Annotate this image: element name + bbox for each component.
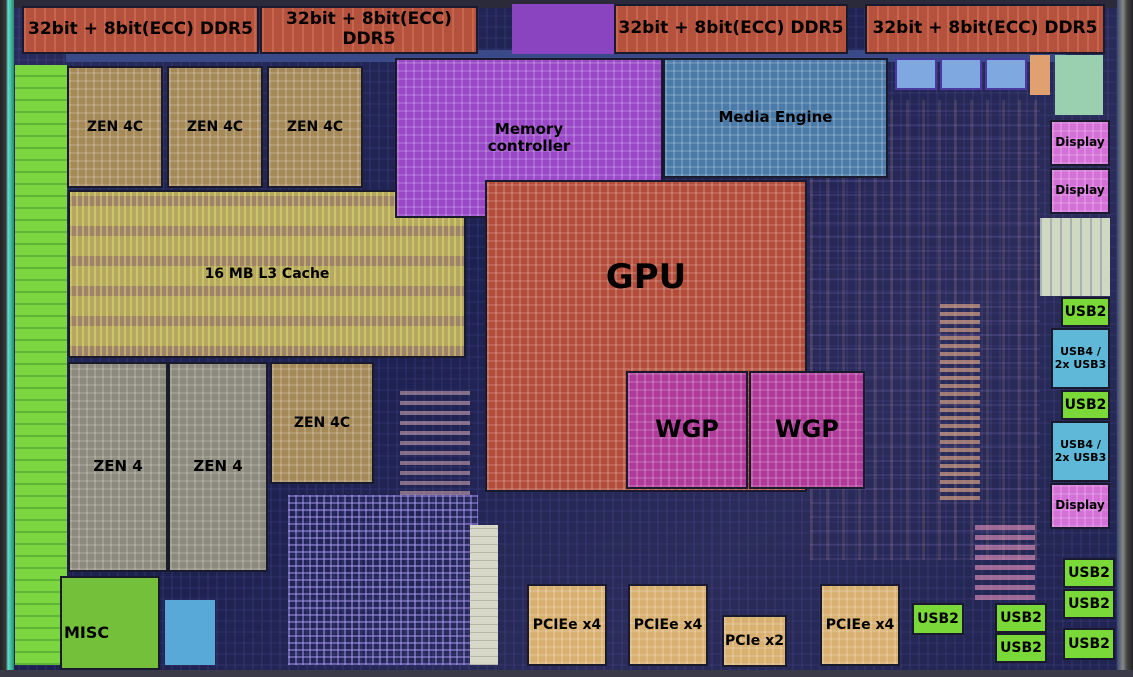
display-phy-3: Display <box>1050 483 1110 529</box>
pcie-x4-2-label: PCIEe x4 <box>633 616 703 633</box>
zen4-core-2: ZEN 4 <box>168 362 268 572</box>
io-phy-top-1 <box>895 58 937 90</box>
misc-block: MISC <box>60 576 160 670</box>
io-phy-top-2 <box>940 58 982 90</box>
ddr5-phy-4-label: 32bit + 8bit(ECC) DDR5 <box>872 18 1098 39</box>
usb2-port-bottom-5-label: USB2 <box>1068 595 1110 612</box>
sram-column-1 <box>940 300 980 500</box>
memory-controller: Memory controller <box>395 58 663 218</box>
zen4c-core-2-label: ZEN 4C <box>186 118 244 135</box>
ddr5-phy-1-label: 32bit + 8bit(ECC) DDR5 <box>28 19 253 40</box>
wgp-1: WGP <box>626 371 748 489</box>
zen4c-core-4: ZEN 4C <box>270 362 374 484</box>
usb2-port-right-1: USB2 <box>1061 297 1110 327</box>
io-phy-right-mid <box>1040 218 1110 296</box>
pcie-x4-2: PCIEe x4 <box>628 584 708 666</box>
display-phy-1-label: Display <box>1055 135 1105 150</box>
ddr5-phy-2: 32bit + 8bit(ECC) DDR5 <box>260 6 478 54</box>
zen4-core-2-label: ZEN 4 <box>193 457 243 476</box>
usb2-port-bottom-3: USB2 <box>995 633 1047 663</box>
zen4c-core-1-label: ZEN 4C <box>86 118 144 135</box>
usb2-port-bottom-4: USB2 <box>1063 558 1115 588</box>
io-block-bottom-left <box>165 600 215 665</box>
usb2-port-bottom-4-label: USB2 <box>1068 564 1110 581</box>
usb2-port-right-2: USB2 <box>1061 390 1110 420</box>
misc-label: MISC <box>64 622 110 642</box>
pcie-x4-1-label: PCIEe x4 <box>532 616 602 633</box>
die-edge-left <box>0 0 14 677</box>
usb2-port-bottom-1-label: USB2 <box>917 610 959 627</box>
pcie-x4-1: PCIEe x4 <box>527 584 607 666</box>
usb4-port-2-label-line1: USB4 / <box>1060 437 1101 451</box>
usb2-port-bottom-2-label: USB2 <box>1000 609 1042 626</box>
ddr5-phy-4: 32bit + 8bit(ECC) DDR5 <box>865 4 1105 54</box>
zen4-core-1-label: ZEN 4 <box>93 457 143 476</box>
l3-cache: 16 MB L3 Cache <box>68 190 466 358</box>
ddr5-phy-1: 32bit + 8bit(ECC) DDR5 <box>22 6 259 54</box>
pcie-x2-label: PCIe x2 <box>725 632 784 649</box>
display-phy-3-label: Display <box>1055 498 1105 513</box>
pcie-x4-3: PCIEe x4 <box>820 584 900 666</box>
usb2-port-bottom-3-label: USB2 <box>1000 639 1042 656</box>
die-edge-bottom <box>0 670 1133 677</box>
usb4-port-1-label-line1: USB4 / <box>1060 344 1101 358</box>
io-block-top-4 <box>1030 55 1050 95</box>
ddr5-phy-3: 32bit + 8bit(ECC) DDR5 <box>614 4 848 54</box>
zen4-core-1: ZEN 4 <box>68 362 168 572</box>
usb2-port-right-2-label: USB2 <box>1064 396 1107 413</box>
io-block-top-5 <box>1055 55 1103 115</box>
usb4-port-1: USB4 / 2x USB3 <box>1051 328 1110 389</box>
usb2-port-bottom-2: USB2 <box>995 603 1047 633</box>
ddr5-phy-2-label: 32bit + 8bit(ECC) DDR5 <box>286 9 452 49</box>
gpu-label: GPU <box>605 257 687 297</box>
l3-cache-label: 16 MB L3 Cache <box>204 265 330 282</box>
media-engine: Media Engine <box>663 58 888 178</box>
sram-block-bottom <box>470 525 498 665</box>
usb2-port-bottom-5: USB2 <box>1063 589 1115 619</box>
sram-column-2 <box>975 520 1035 600</box>
wgp-2: WGP <box>749 371 865 489</box>
zen4c-core-4-label: ZEN 4C <box>293 414 351 431</box>
usb2-port-bottom-1: USB2 <box>912 603 964 635</box>
usb2-port-bottom-6-label: USB2 <box>1068 635 1110 652</box>
zen4c-core-3-label: ZEN 4C <box>286 118 344 135</box>
wgp-1-label: WGP <box>655 415 719 444</box>
ddr-gap-block <box>512 4 614 54</box>
zen4c-core-3: ZEN 4C <box>267 66 363 188</box>
usb4-port-1-label-line2: 2x USB3 <box>1054 357 1107 371</box>
misc-logic-strip <box>15 65 67 665</box>
media-engine-label: Media Engine <box>718 108 833 127</box>
usb2-port-bottom-6: USB2 <box>1063 628 1115 660</box>
usb2-port-right-1-label: USB2 <box>1064 303 1107 320</box>
pcie-x2: PCIe x2 <box>722 615 787 667</box>
io-phy-top-3 <box>985 58 1027 90</box>
display-phy-2-label: Display <box>1055 183 1105 198</box>
ddr5-phy-3-label: 32bit + 8bit(ECC) DDR5 <box>618 18 844 39</box>
pcie-x4-3-label: PCIEe x4 <box>825 616 895 633</box>
zen4c-core-1: ZEN 4C <box>67 66 163 188</box>
zen4c-core-2: ZEN 4C <box>167 66 263 188</box>
die-edge-right <box>1117 0 1133 677</box>
usb4-port-2-label-line2: 2x USB3 <box>1054 450 1107 464</box>
usb4-port-2: USB4 / 2x USB3 <box>1051 421 1110 482</box>
logic-grid-mid <box>400 385 470 495</box>
wgp-2-label: WGP <box>775 415 839 444</box>
display-phy-1: Display <box>1050 120 1110 166</box>
memory-controller-label-line1: Memory <box>494 119 564 138</box>
logic-grid-bottom-left <box>288 495 478 665</box>
memory-controller-label-line2: controller <box>487 137 571 155</box>
display-phy-2: Display <box>1050 168 1110 214</box>
